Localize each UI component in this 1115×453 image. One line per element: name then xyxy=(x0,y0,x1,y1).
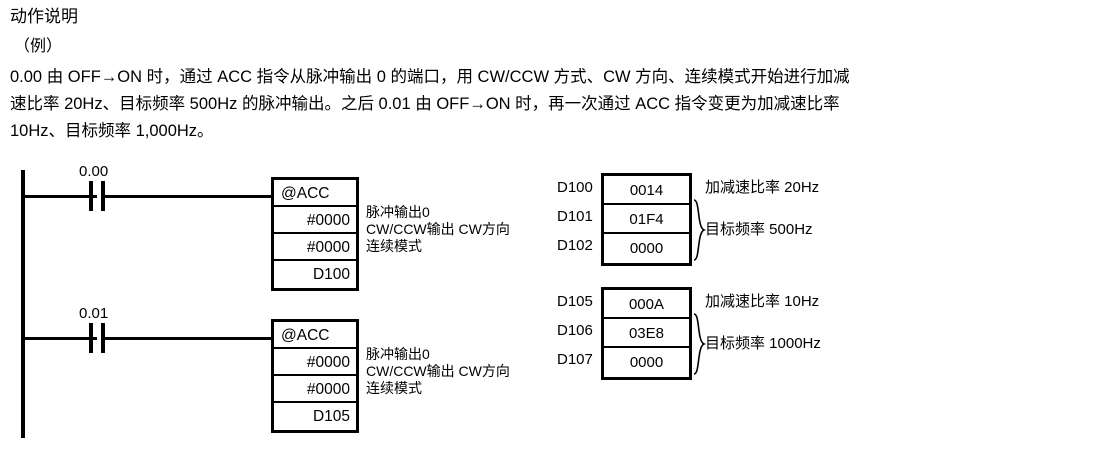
rung-2-instruction-operand-3: D105 xyxy=(312,408,350,425)
data-table-2-value-3: 0000 xyxy=(629,354,664,371)
rung-1-annotation-line-3: 连续模式 xyxy=(366,238,422,254)
data-table-1-brace-icon xyxy=(693,199,707,261)
paragraph-line-1: 0.00 由 OFF→ON 时，通过 ACC 指令从脉冲输出 0 的端口，用 C… xyxy=(10,68,850,86)
rung-2-instruction-block[interactable]: @ACC #0000 #0000 D105 xyxy=(271,319,359,433)
data-table-1-address-1: D100 xyxy=(557,179,593,196)
data-table-1-note-1: 加减速比率 20Hz xyxy=(705,179,820,196)
rung-2-contact-label: 0.01 xyxy=(79,305,109,322)
paragraph-line-2: 速比率 20Hz、目标频率 500Hz 的脉冲输出。之后 0.01 由 OFF→… xyxy=(10,95,840,113)
rung-2-contact-no[interactable] xyxy=(89,323,105,353)
rung-1-instruction-name: @ACC xyxy=(274,180,356,207)
rung-2-annotation-line-1: 脉冲输出0 xyxy=(366,346,430,362)
contact-bar-left xyxy=(89,323,93,353)
rung-1-wire-right xyxy=(105,195,273,198)
rung-1-instruction-operand-3: D100 xyxy=(312,266,350,283)
rung-1-annotation-line-1: 脉冲输出0 xyxy=(366,204,430,220)
rung-1-instruction-operand-1: #0000 xyxy=(274,207,356,234)
data-table-2-address-1: D105 xyxy=(557,293,593,310)
rung-1-wire-left xyxy=(23,195,97,198)
rung-2-instruction-name: @ACC xyxy=(274,322,356,349)
data-table-2-values: 000A 03E8 0000 xyxy=(601,287,692,380)
data-table-2-address-2: D106 xyxy=(557,322,593,339)
paragraph-line-3: 10Hz、目标频率 1,000Hz。 xyxy=(10,122,214,140)
contact-bar-left xyxy=(89,181,93,211)
rung-2-annotation-line-3: 连续模式 xyxy=(366,380,422,396)
data-table-2-address-3: D107 xyxy=(557,351,593,368)
rung-2-annotation-line-2: CW/CCW输出 CW方向 xyxy=(366,363,510,379)
rung-2-wire-right xyxy=(105,337,273,340)
data-table-1-value-3: 0000 xyxy=(629,240,664,257)
contact-bar-right xyxy=(101,323,105,353)
data-table-1-address-3: D102 xyxy=(557,237,593,254)
data-table-2-value-2: 03E8 xyxy=(604,319,689,348)
page-subtitle: （例） xyxy=(14,38,63,55)
data-table-1-values: 0014 01F4 0000 xyxy=(601,173,692,266)
rung-2-instruction-operand-2: #0000 xyxy=(274,376,356,403)
rung-1-instruction-block[interactable]: @ACC #0000 #0000 D100 xyxy=(271,177,359,291)
data-table-1-value-2: 01F4 xyxy=(604,205,689,234)
rung-2-wire-left xyxy=(23,337,97,340)
rung-1-annotation-line-2: CW/CCW输出 CW方向 xyxy=(366,221,510,237)
data-table-2-note-2: 目标频率 1000Hz xyxy=(705,335,821,352)
data-table-1-address-2: D101 xyxy=(557,208,593,225)
rung-2-instruction-operand-1: #0000 xyxy=(274,349,356,376)
data-table-2-note-1: 加减速比率 10Hz xyxy=(705,293,820,310)
data-table-1-value-1: 0014 xyxy=(604,176,689,205)
rung-1-contact-no[interactable] xyxy=(89,181,105,211)
rung-1-contact-label: 0.00 xyxy=(79,163,109,180)
description-paragraph: 0.00 由 OFF→ON 时，通过 ACC 指令从脉冲输出 0 的端口，用 C… xyxy=(10,64,1108,145)
data-table-2-value-1: 000A xyxy=(604,290,689,319)
power-rail-left xyxy=(21,170,25,438)
page-title: 动作说明 xyxy=(10,7,78,26)
rung-1-instruction-operand-2: #0000 xyxy=(274,234,356,261)
data-table-1-note-2: 目标频率 500Hz xyxy=(705,221,813,238)
contact-bar-right xyxy=(101,181,105,211)
data-table-2-brace-icon xyxy=(693,313,707,375)
rung-2-annotation: 脉冲输出0 CW/CCW输出 CW方向 连续模式 xyxy=(366,346,510,397)
rung-1-annotation: 脉冲输出0 CW/CCW输出 CW方向 连续模式 xyxy=(366,204,510,255)
